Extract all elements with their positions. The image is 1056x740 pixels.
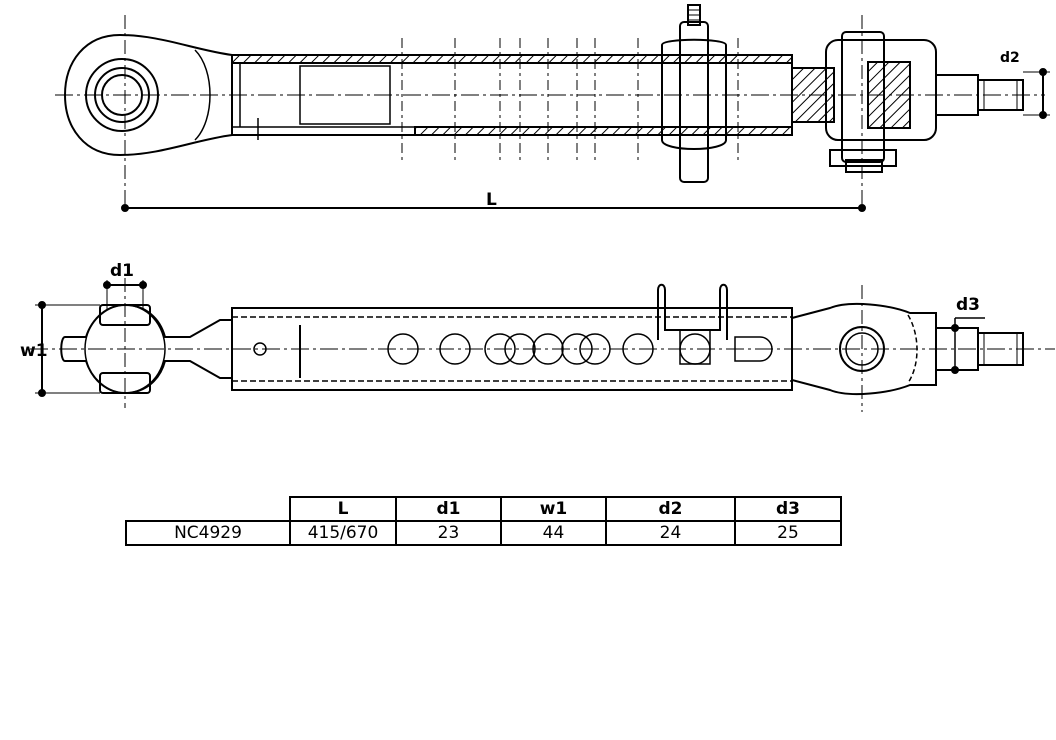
- ball-eye-middle-ring: [94, 67, 150, 123]
- ball-width-label: w1: [20, 341, 48, 361]
- side-view: [30, 278, 1055, 412]
- cell-d1: 23: [395, 520, 502, 546]
- cell-model: NC4929: [125, 520, 291, 546]
- thread-top-label: d2: [1000, 50, 1020, 66]
- top-view: [55, 4, 1050, 212]
- header-d2: d2: [605, 496, 736, 522]
- cell-w1: 44: [500, 520, 607, 546]
- spec-table-header: L d1 w1 d2 d3: [126, 496, 842, 522]
- spec-table: L d1 w1 d2 d3 NC4929 415/670 23 44 24 25: [125, 496, 842, 546]
- clevis-side-eye: [791, 303, 937, 395]
- pin-diameter-label: d1: [110, 261, 134, 281]
- locking-pin: [679, 21, 709, 183]
- spring-clip-side: [657, 283, 728, 340]
- inner-slider-window: [299, 65, 391, 125]
- clevis-nut: [829, 149, 897, 167]
- threaded-rod: [791, 67, 835, 123]
- cell-d3: 25: [734, 520, 842, 546]
- tube-hatch-bottom: [414, 126, 793, 136]
- header-d3: d3: [734, 496, 842, 522]
- ball-eye-neck: [194, 49, 211, 141]
- thread-stud-tip-top: [977, 79, 1024, 111]
- ball-eye-housing: [63, 33, 233, 157]
- slot-hole: [734, 336, 773, 362]
- clevis-slot: [867, 61, 911, 129]
- thread-stud-tip-bottom: [977, 332, 1024, 366]
- header-d1: d1: [395, 496, 502, 522]
- ball-eye-outer-ring: [85, 58, 159, 132]
- clevis-pin: [841, 31, 885, 163]
- length-label: L: [486, 190, 497, 210]
- spring-clip: [661, 38, 727, 150]
- table-row: NC4929 415/670 23 44 24 25: [125, 520, 842, 546]
- lower-link-technical-drawing: L d2: [20, 4, 1055, 412]
- ball-eye-inner-ring: [101, 74, 143, 116]
- cell-d2: 24: [605, 520, 736, 546]
- thread-bottom-label: d3: [956, 295, 980, 315]
- header-l: L: [289, 496, 397, 522]
- cell-l: 415/670: [289, 520, 397, 546]
- header-w1: w1: [500, 496, 607, 522]
- header-blank: [126, 497, 290, 521]
